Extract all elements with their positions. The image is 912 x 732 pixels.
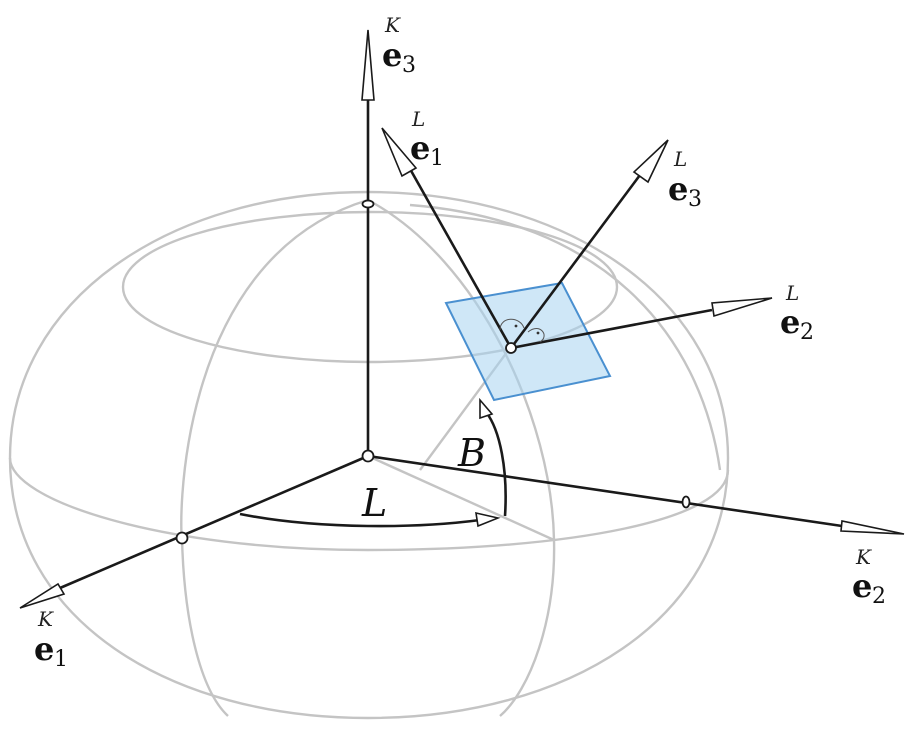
longitude-label: L: [361, 481, 387, 525]
e3-axis-intersection-point: [361, 199, 375, 209]
global-e2-index: 2: [872, 584, 886, 609]
global-axes: [19, 29, 905, 609]
local-e3-arrowhead: [632, 139, 669, 184]
e2-axis-intersection-point: [681, 495, 691, 509]
global-e3-arrowhead: [361, 29, 375, 101]
origin-point: [361, 449, 375, 463]
global-e1-letter: e: [34, 630, 54, 668]
local-axes: [381, 127, 773, 350]
global-e2-arrowhead: [840, 520, 905, 535]
global-e2-label: K e 2: [852, 545, 886, 609]
local-e1-letter: e: [410, 129, 430, 167]
latitude-circle: [121, 210, 619, 364]
angle-arcs: [239, 397, 507, 528]
local-axis-e3: [509, 174, 642, 349]
local-e2-label: L e 2: [780, 281, 814, 345]
local-e2-superscript: L: [785, 281, 799, 305]
longitude-arc: [239, 512, 481, 528]
latitude-arc: [484, 411, 507, 517]
local-e1-arrowhead: [381, 127, 418, 178]
local-e1-index: 1: [430, 146, 444, 171]
global-e1-label: K e 1: [34, 607, 68, 672]
local-e3-index: 3: [688, 187, 702, 212]
e1-axis-intersection-point: [175, 531, 189, 545]
local-e2-arrowhead: [711, 297, 773, 318]
global-axis-e2: [367, 454, 843, 528]
global-axis-e1: [59, 454, 369, 590]
local-axis-e2: [510, 308, 713, 350]
global-e1-arrowhead: [19, 582, 66, 609]
right-angle-dot: [514, 324, 518, 328]
local-e3-superscript: L: [673, 147, 687, 171]
local-e3-letter: e: [668, 170, 688, 208]
points: [175, 199, 691, 545]
global-e3-label: K e 3: [382, 13, 416, 78]
local-e2-letter: e: [780, 303, 800, 341]
global-e1-superscript: K: [37, 607, 54, 631]
global-e2-letter: e: [852, 567, 872, 605]
longitude-arrowhead: [475, 511, 501, 528]
global-e3-superscript: K: [384, 13, 401, 37]
radius-to-equator-point: [367, 454, 555, 542]
global-e2-superscript: K: [855, 545, 872, 569]
local-e1-label: L e 1: [410, 107, 444, 171]
ellipsoid-equator: [8, 457, 730, 552]
ellipsoid-outline: [8, 190, 730, 720]
surface-point: [505, 342, 517, 354]
local-e1-superscript: L: [411, 107, 425, 131]
latitude-arrowhead: [479, 397, 494, 420]
ellipsoid-wireframe: [8, 190, 730, 720]
tangent-plane: [444, 281, 612, 402]
right-angle-dot: [536, 331, 540, 335]
meridian-back: [409, 203, 722, 471]
local-e3-label: L e 3: [668, 147, 702, 212]
global-e3-index: 3: [402, 53, 416, 78]
latitude-label: B: [457, 431, 486, 475]
global-e1-index: 1: [54, 647, 68, 672]
meridian-front-right: [367, 198, 556, 717]
local-e2-index: 2: [800, 320, 814, 345]
local-axis-e1: [403, 159, 513, 349]
right-angle-markers: [499, 318, 545, 343]
meridian-front-left: [180, 198, 369, 717]
global-e3-letter: e: [382, 36, 402, 74]
